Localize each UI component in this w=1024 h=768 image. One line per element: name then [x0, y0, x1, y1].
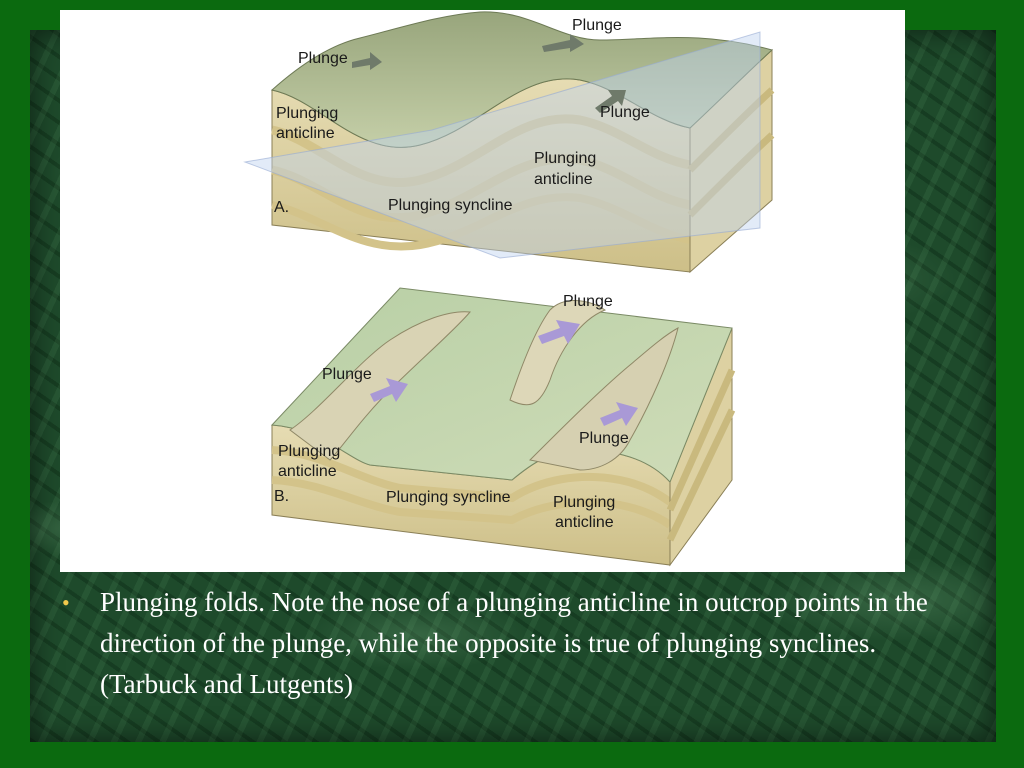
panel-b-syncline-label: Plunging syncline — [386, 489, 511, 506]
bullet-marker: • — [62, 590, 70, 615]
panel-a-block — [243, 11, 775, 274]
panel-a-plunge-arrow-left — [352, 52, 382, 70]
panel-a-right-layer-1 — [687, 87, 775, 173]
panel-b-plunge-label-right: Plunge — [579, 430, 629, 447]
panel-b-anticline-right-line2: anticline — [555, 514, 614, 531]
panel-a-plunge-arrow-top — [542, 34, 584, 52]
panel-b-anticline-right-line1: Plunging — [553, 494, 615, 511]
caption-bullet-item: • Plunging folds. Note the nose of a plu… — [62, 582, 962, 705]
panel-b-ridge-middle — [509, 300, 607, 406]
caption-text: Plunging folds. Note the nose of a plung… — [100, 587, 928, 699]
panel-a-top-surface — [270, 11, 774, 148]
panel-b-plunge-arrow-left — [370, 378, 408, 402]
figure-svg: Plunge Plunge Plunge Plunging anticline … — [243, 11, 775, 567]
panel-a-anticline-left-line1: Plunging — [276, 105, 338, 122]
panel-a-syncline-label: Plunging syncline — [388, 197, 513, 214]
panel-a-plunge-label-left: Plunge — [298, 50, 348, 67]
panel-a-id-label: A. — [274, 199, 289, 216]
panel-b-ridge-right — [528, 327, 679, 471]
panel-a-right-layer-2 — [687, 132, 775, 218]
panel-b-layer-2 — [271, 476, 673, 529]
panel-b-block — [270, 287, 736, 567]
panel-b-anticline-left-line1: Plunging — [278, 443, 340, 460]
panel-a-anticline-left-line2: anticline — [276, 125, 335, 142]
panel-a-horizontal-plane — [243, 31, 761, 259]
panel-a-layer-1 — [270, 114, 691, 187]
panel-b-right-layer-2 — [666, 408, 736, 542]
panel-b-ridge-left — [289, 311, 471, 461]
panel-a-layer-3 — [271, 193, 691, 251]
panel-a-anticline-right-line2: anticline — [534, 171, 593, 188]
panel-b-plunge-arrow-top — [538, 320, 580, 344]
panel-b-right-layer-1 — [666, 368, 736, 512]
panel-a-layer-2 — [270, 154, 691, 223]
panel-b-id-label: B. — [274, 488, 289, 505]
panel-b-anticline-left-line2: anticline — [278, 463, 337, 480]
panel-b-plunge-label-left: Plunge — [322, 366, 372, 383]
plunging-folds-figure: Plunge Plunge Plunge Plunging anticline … — [60, 10, 905, 572]
panel-b-plunge-label-top: Plunge — [563, 293, 613, 310]
panel-a-plunge-label-top: Plunge — [572, 17, 622, 34]
panel-a-anticline-right-line1: Plunging — [534, 150, 596, 167]
panel-a-plunge-label-right: Plunge — [600, 104, 650, 121]
panel-b-plunge-arrow-right — [600, 402, 638, 426]
panel-a-plunge-arrow-right — [595, 90, 626, 113]
panel-b-layer-1 — [271, 446, 673, 506]
